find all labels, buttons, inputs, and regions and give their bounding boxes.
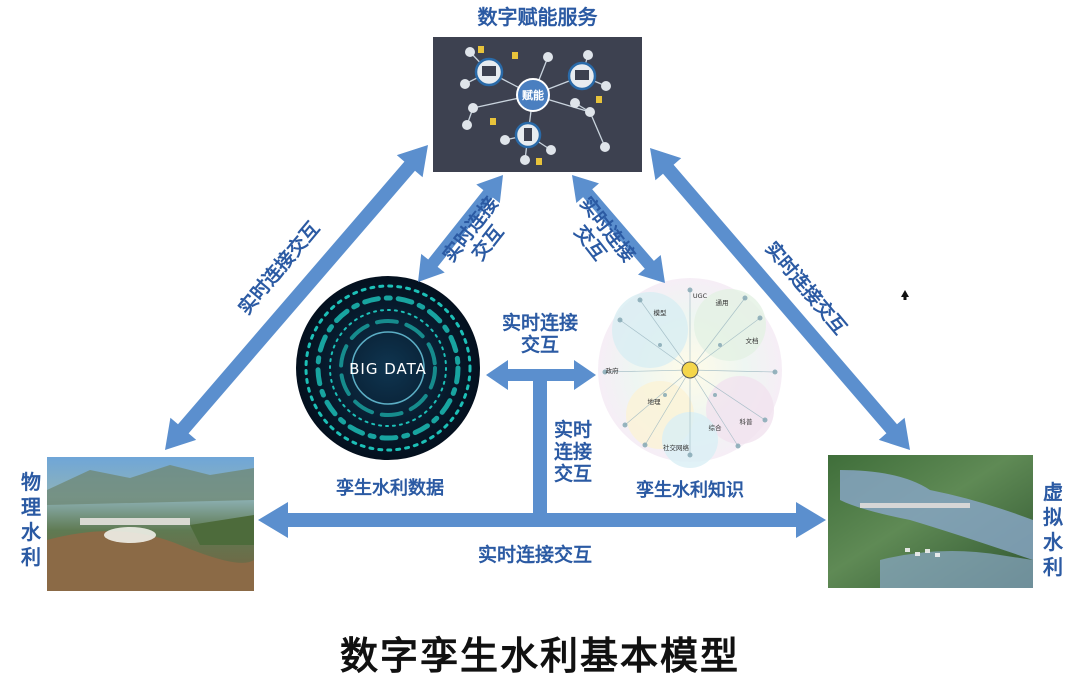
knowledge-core xyxy=(681,361,699,379)
arrows xyxy=(165,145,910,538)
physical-label: 物理水利 xyxy=(21,470,41,569)
knowledge-clusters xyxy=(612,289,774,468)
virtual-label: 虚拟水利 xyxy=(1043,480,1063,579)
service-image: 赋能 xyxy=(433,37,642,172)
diagram-title: 数字孪生水利基本模型 xyxy=(339,634,740,678)
knowledge-tag: 科普 xyxy=(740,417,754,426)
service-hub-label: 赋能 xyxy=(522,88,544,102)
vertical-label-line2: 连接 xyxy=(553,440,592,463)
vertical-label-line1: 实时 xyxy=(553,419,592,441)
bottom-edge-label: 实时连接交互 xyxy=(477,544,592,566)
knowledge-tag: UGC xyxy=(693,292,708,300)
vertical-label-line3: 交互 xyxy=(553,462,592,485)
vertical-connector-arrow xyxy=(533,370,547,518)
knowledge-tag: 通用 xyxy=(716,298,729,307)
knowledge-image: UGC 通用 模型 文档 政府 地理 综合 科普 社交网络 xyxy=(598,278,782,468)
vertical-label: 实时 连接 交互 xyxy=(548,419,598,486)
middle-label-line2: 交互 xyxy=(520,333,559,356)
service-user-nodes xyxy=(460,46,611,165)
service-device-nodes xyxy=(474,57,597,149)
virtual-image xyxy=(828,455,1033,588)
service-label: 数字赋能服务 xyxy=(477,5,598,29)
cursor-icon-stem xyxy=(903,296,907,300)
middle-label-line1: 实时连接 xyxy=(501,312,578,334)
knowledge-tag: 模型 xyxy=(654,308,668,317)
inner-left-arrow xyxy=(418,175,503,282)
cursor-icon xyxy=(901,290,909,297)
knowledge-nodes xyxy=(602,287,778,458)
knowledge-tag: 综合 xyxy=(709,423,723,432)
inner-right-arrow xyxy=(572,175,665,283)
left-edge-arrow xyxy=(165,145,428,450)
data-rings xyxy=(304,284,472,452)
data-label: 孪生水利数据 xyxy=(336,478,444,499)
knowledge-tag: 文档 xyxy=(746,336,759,345)
knowledge-tag: 地理 xyxy=(648,397,662,406)
bottom-edge-arrow xyxy=(258,502,826,538)
knowledge-edges xyxy=(604,290,776,455)
service-hub xyxy=(516,78,550,112)
middle-label: 实时连接 交互 xyxy=(485,312,595,357)
knowledge-label: 孪生水利知识 xyxy=(636,480,744,501)
knowledge-tags: UGC 通用 模型 文档 政府 地理 综合 科普 社交网络 xyxy=(606,292,759,452)
knowledge-tag: 政府 xyxy=(606,366,620,375)
data-image: BIG DATA xyxy=(296,276,480,460)
data-image-text: BIG DATA xyxy=(349,360,427,378)
knowledge-tag: 社交网络 xyxy=(663,443,690,452)
right-edge-arrow xyxy=(650,148,910,450)
physical-image xyxy=(47,457,254,591)
